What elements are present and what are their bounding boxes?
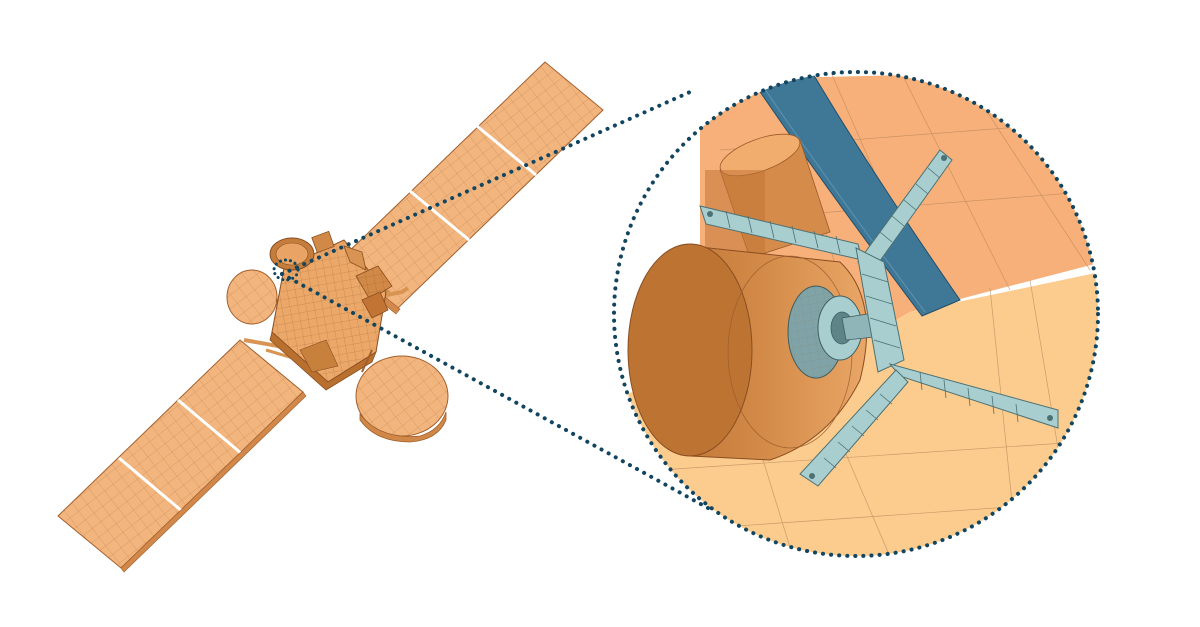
satellite-bus [269, 230, 393, 391]
cylinder-end-face [627, 243, 753, 457]
satellite-fem-model-icon [57, 61, 604, 573]
panel-gap [409, 189, 470, 242]
strut-center [855, 247, 905, 373]
magnified-detail-circle-icon [612, 70, 1100, 558]
antenna-dish-left [226, 269, 291, 325]
antenna-dish-lower [355, 349, 449, 443]
zoom-connector-lines [272, 90, 710, 510]
connector-top [280, 90, 692, 276]
connector-bottom [280, 272, 710, 510]
panel-gap [118, 456, 184, 514]
panel-gap [177, 398, 243, 456]
top-module [311, 230, 335, 254]
strut-segment-lines [725, 167, 1019, 469]
solar-array-lower [57, 338, 313, 573]
source-highlight [272, 258, 300, 282]
y-bracket-struts [699, 149, 1059, 487]
zoom-circle-outline [612, 70, 1100, 558]
